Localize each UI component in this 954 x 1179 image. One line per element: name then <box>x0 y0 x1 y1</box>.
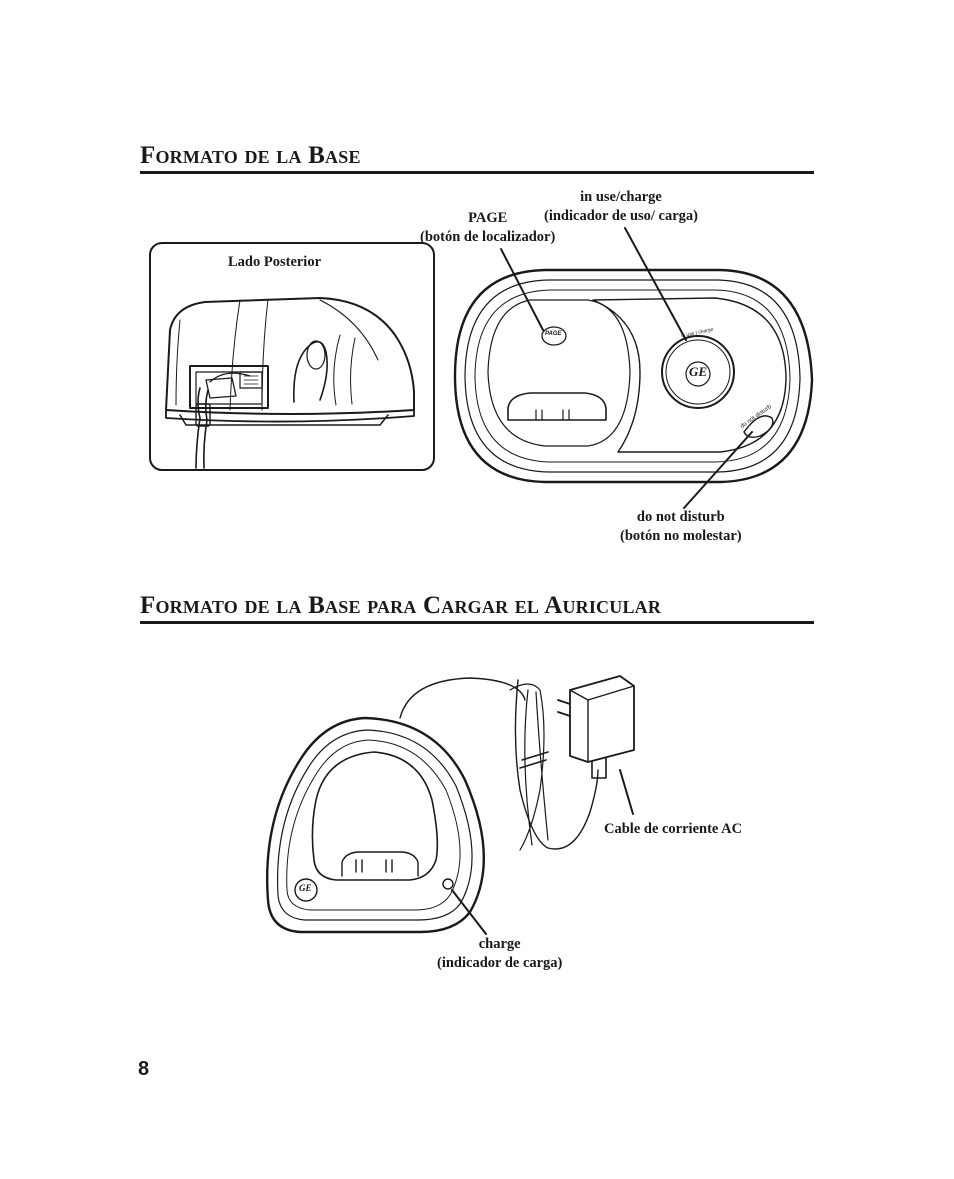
callout-dnd-line2: (botón no molestar) <box>620 528 742 544</box>
ge-logo: GE <box>689 364 708 379</box>
section-heading-charging-base-layout: Formato de la Base para Cargar el Auricu… <box>140 591 814 624</box>
callout-inuse-line2: (indicador de uso/ carga) <box>544 208 698 224</box>
callout-inuse-line1: in use/charge <box>580 189 662 205</box>
charging-base-ge-logo: GE <box>299 883 312 893</box>
callout-charge-line1: charge <box>478 936 521 952</box>
callout-do-not-disturb: do not disturb (botón no molestar) <box>620 508 742 546</box>
leader-line-charge <box>451 889 487 935</box>
callout-dnd-line1: do not disturb <box>636 509 725 525</box>
callout-page-line1: PAGE <box>468 210 508 226</box>
callout-ac-cable: Cable de corriente AC <box>604 821 743 837</box>
leader-line-page <box>500 248 544 331</box>
callout-page-line2: (botón de localizador) <box>420 229 556 245</box>
section-heading-base-layout: Formato de la Base <box>140 141 814 174</box>
leader-line-cable <box>619 769 634 815</box>
page-button-label: PAGE <box>545 331 562 337</box>
leader-line-inuse <box>624 227 687 341</box>
callout-inuse-indicator: in use/charge (indicador de uso/ carga) <box>544 188 698 226</box>
leader-line-dnd <box>683 431 753 509</box>
callout-page-button: PAGE (botón de localizador) <box>420 209 555 247</box>
callout-charge-indicator: charge (indicador de carga) <box>437 935 562 973</box>
base-top-view <box>453 268 814 484</box>
inset-label-rear-side: Lado Posterior <box>228 254 322 270</box>
callout-charge-line2: (indicador de carga) <box>437 955 563 971</box>
charging-base <box>265 675 635 934</box>
rear-view-inset <box>149 242 435 471</box>
page-number: 8 <box>138 1058 150 1080</box>
